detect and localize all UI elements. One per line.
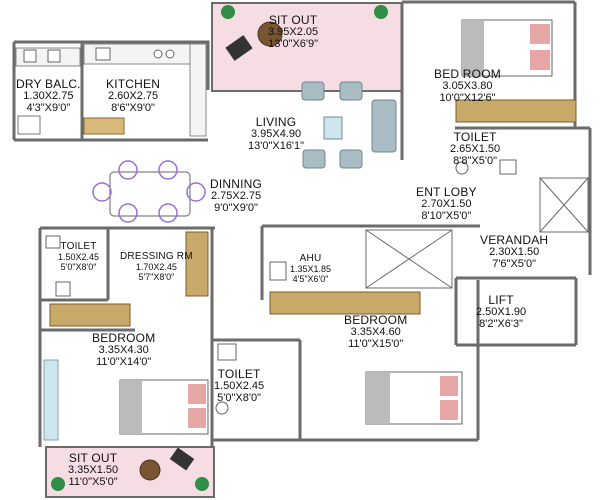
room-imperial: 13'0"X6'9" [268, 38, 319, 50]
room-imperial: 5'0"X8'0" [60, 262, 97, 272]
room-imperial: 8'2"X6'3" [479, 318, 523, 330]
room-name: KITCHEN [106, 77, 161, 91]
walls [12, 0, 592, 447]
room-metric: 3.05X3.80 [442, 80, 493, 92]
label-bedroom-top-right: BED ROOM 3.05X3.80 10'0"X12'6" [434, 68, 501, 104]
room-name: SIT OUT [68, 451, 118, 465]
room-imperial: 8'10"X5'0" [421, 210, 472, 222]
room-imperial: 10'0"X12'6" [439, 92, 496, 104]
room-name: LIFT [488, 293, 514, 307]
label-bedroom-middle: BEDROOM 3.35X4.60 11'0"X15'0" [344, 314, 407, 350]
room-imperial: 8'8"X5'0" [453, 155, 497, 167]
room-metric: 1.30X2.75 [23, 90, 74, 102]
room-name: DRESSING RM [120, 251, 193, 262]
label-verandah: VERANDAH 2.30X1.50 7'6"X5'0" [480, 234, 548, 270]
room-metric: 3.95X2.05 [268, 26, 319, 38]
verandah-hatch [365, 177, 589, 289]
room-metric: 1.70X2.45 [135, 262, 177, 272]
room-metric: 2.60X2.75 [107, 90, 159, 102]
room-name: SIT OUT [268, 13, 318, 27]
label-living: LIVING 3.95X4.90 13'0"X16'1" [248, 116, 304, 152]
label-dining: DINNING 2.75X2.75 9'0"X9'0" [210, 178, 262, 214]
bed-top-right [455, 19, 577, 123]
label-bedroom-left: BEDROOM 3.35X4.30 11'0"X14'0" [92, 332, 155, 368]
wardrobe-dressing [45, 231, 209, 327]
wardrobe-middle [269, 261, 421, 315]
dining-table [92, 160, 206, 223]
room-name: TOILET [453, 130, 497, 144]
room-imperial: 13'0"X16'1" [248, 140, 305, 152]
label-toilet-center: TOILET 1.50X2.45 5'0"X8'0" [214, 368, 264, 404]
label-entrance-lobby: ENT LOBY 2.70X1.50 8'10"X5'0" [416, 186, 477, 222]
room-name: VERANDAH [480, 233, 549, 247]
room-name: BEDROOM [344, 313, 408, 327]
label-lift: LIFT 2.50X1.90 8'2"X6'3" [476, 294, 526, 330]
room-name: DINNING [210, 177, 263, 191]
room-name: ENT LOBY [416, 185, 477, 199]
toilet-center-fixtures [215, 343, 237, 415]
room-name: LIVING [255, 115, 297, 129]
label-ahu: AHU 1.35X1.85 4'5"X6'0" [290, 253, 332, 285]
room-metric: 1.35X1.85 [290, 264, 332, 274]
room-metric: 2.65X1.50 [450, 143, 501, 155]
room-imperial: 7'6"X5'0" [492, 258, 537, 270]
living-sofas [301, 81, 397, 169]
room-metric: 1.50X2.45 [58, 252, 100, 262]
label-dressing-room: DRESSING RM 1.70X2.45 5'7"X8'0" [120, 251, 193, 283]
room-name: DRY BALC. [16, 77, 81, 91]
room-imperial: 11'0"X15'0" [348, 338, 404, 350]
room-imperial: 9'0"X9'0" [214, 202, 258, 214]
room-metric: 3.35X4.60 [350, 326, 401, 338]
bed-middle [365, 371, 463, 425]
room-name: TOILET [217, 367, 261, 381]
label-toilet-left: TOILET 1.50X2.45 5'0"X8'0" [58, 241, 100, 273]
room-name: AHU [299, 253, 322, 264]
room-metric: 3.35X4.30 [98, 344, 149, 356]
room-name: BED ROOM [434, 67, 501, 81]
room-metric: 2.50X1.90 [476, 306, 527, 318]
room-imperial: 4'5"X6'0" [292, 274, 329, 284]
label-toilet-top-right: TOILET 2.65X1.50 8'8"X5'0" [450, 131, 500, 167]
room-metric: 3.95X4.90 [250, 128, 302, 140]
label-sitout-bottom: SIT OUT 3.35X1.50 11'0"X5'0" [68, 452, 118, 488]
label-sitout-top: SIT OUT 3.95X2.05 13'0"X6'9" [268, 14, 318, 50]
room-metric: 2.75X2.75 [210, 190, 262, 202]
room-metric: 3.35X1.50 [68, 464, 119, 476]
sitout-top-furniture [221, 5, 388, 61]
room-metric: 2.30X1.50 [489, 246, 540, 258]
room-imperial: 4'3"X9'0" [26, 102, 71, 114]
toilet-tr-fixtures [455, 159, 517, 175]
room-name: TOILET [60, 241, 97, 252]
label-dry-balcony: DRY BALC. 1.30X2.75 4'3"X9'0" [16, 78, 81, 114]
room-metric: 2.70X1.50 [421, 198, 472, 210]
room-name: BEDROOM [92, 331, 156, 345]
room-imperial: 5'0"X8'0" [217, 392, 261, 404]
label-kitchen: KITCHEN 2.60X2.75 8'6"X9'0" [106, 78, 160, 114]
room-imperial: 11'0"X5'0" [68, 476, 118, 488]
room-imperial: 5'7"X8'0" [138, 272, 175, 282]
sitout-bottom-furniture [51, 447, 209, 491]
room-imperial: 8'6"X9'0" [111, 102, 155, 114]
room-metric: 1.50X2.45 [214, 380, 265, 392]
bed-left [43, 359, 209, 441]
room-imperial: 11'0"X14'0" [96, 356, 152, 368]
kitchen-counter [15, 43, 207, 137]
